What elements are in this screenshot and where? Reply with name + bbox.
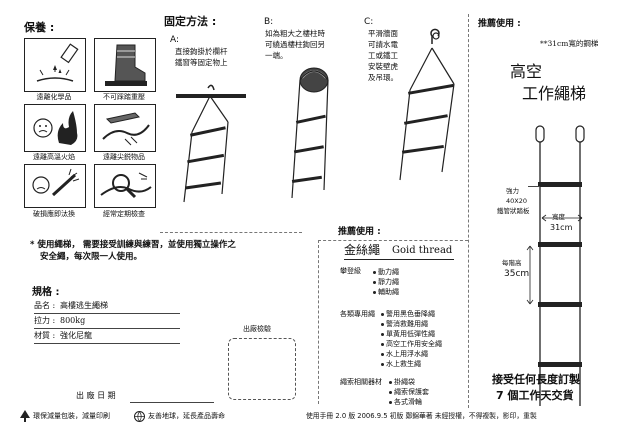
method-b-text-2: 可繞過樓柱鉤回另 (265, 40, 325, 49)
maintenance-caption: 破損應即汰換 (33, 210, 75, 218)
spec-value: 高樓逃生繩梯 (60, 301, 108, 310)
spec-value: 800kg (60, 316, 86, 325)
maintenance-cell (94, 164, 156, 208)
spec-underline (34, 343, 180, 344)
maintenance-caption: 經常定期檢查 (103, 210, 145, 218)
factory-date-label: 出 廠 日 期 (76, 391, 116, 400)
order-line-1: 接受任何長度訂製 (492, 373, 580, 386)
method-b-label: B: (264, 17, 274, 27)
recommended-divider-top (318, 240, 468, 241)
maintenance-cell (94, 38, 156, 92)
method-c-text-3: 工或鐵工 (368, 51, 398, 60)
recommended-divider-left (318, 240, 319, 404)
group-label: 各類專用繩 (340, 310, 375, 318)
product-title-line-2: 工作繩梯 (522, 84, 587, 103)
group-item: 警消救難用繩 (386, 320, 428, 328)
method-c-text-4: 安裝壁虎 (368, 62, 398, 71)
group-item: 水上用浮水繩 (386, 350, 428, 358)
method-a-text-2: 鐵窗等固定物上 (175, 58, 228, 67)
right-panel-divider (468, 14, 469, 408)
footer-earth-text: 友善地球，延長產品壽命 (148, 412, 225, 420)
group-item: 靜力繩 (378, 278, 399, 286)
spec-label: 材質 : (34, 331, 56, 340)
footer-manual-info: 使用手冊 2.0 版 2006.9.5 初版 鄭錦華著 未經授權，不得複製，影印… (306, 412, 537, 420)
spec-label: 拉力 : (34, 316, 56, 325)
maintenance-cell (24, 164, 86, 208)
group-item: 輔助繩 (378, 288, 399, 296)
maintenance-cell (24, 104, 86, 152)
method-b-text-1: 如為粗大之樓柱時 (265, 29, 325, 38)
group-item: 水上救生繩 (386, 360, 421, 368)
group-item: 高空工作用安全繩 (386, 340, 442, 348)
method-c-text-5: 及吊環。 (368, 73, 398, 82)
factory-date-line (130, 402, 214, 403)
group-label: 攀登級 (340, 267, 361, 275)
spacing-value: 35cm (504, 269, 530, 279)
spec-title: 規格 : (32, 287, 60, 298)
width-value: 31cm (550, 223, 573, 232)
usage-note-line-1: * 使用繩梯， 需要接受訓練與練習，並使用獨立操作之 (30, 240, 236, 250)
maintenance-cell (94, 104, 156, 152)
maintenance-caption: 不可踩踏重壓 (103, 93, 145, 101)
method-a-text-1: 直接鉤掛於欄杆 (175, 47, 228, 56)
maintenance-caption: 遠離高溫火焰 (33, 153, 75, 161)
inspection-stamp-box (228, 338, 296, 400)
method-b-text-3: 一端。 (265, 51, 288, 60)
footer-eco-text: 環保減量包裝，減量印刷 (33, 412, 110, 420)
brand-chinese: 金絲繩 (344, 243, 381, 257)
method-c-label: C: (364, 17, 374, 27)
fixing-title: 固定方法 : (164, 15, 217, 28)
brand-underline (344, 259, 454, 260)
product-title-line-1: 高空 (510, 62, 543, 81)
group-item: 掛繩袋 (394, 378, 415, 386)
width-label: 寬度 (552, 213, 565, 221)
right-title: 推薦使用 : (478, 19, 521, 29)
group-item: 各式滑輪 (394, 398, 422, 406)
group-label: 繩索相關器材 (340, 378, 382, 386)
spec-underline (34, 313, 180, 314)
group-item: 單黃用低彈性繩 (386, 330, 435, 338)
method-c-text-1: 平滑牆面 (368, 29, 398, 38)
brand-english: Goid thread (392, 245, 453, 256)
inspection-label: 出廠檢驗 (243, 325, 271, 333)
spec-value: 強化尼龍 (60, 331, 92, 340)
strength-label-2: 40X20 (506, 197, 527, 205)
group-item: 警用黑色垂降繩 (386, 310, 435, 318)
method-c-text-2: 可請水電 (368, 40, 398, 49)
group-item: 動力繩 (378, 268, 399, 276)
strength-label-3: 鐵管狀踏板 (497, 207, 530, 215)
spec-underline (34, 328, 180, 329)
spec-label: 品名 : (34, 301, 56, 310)
order-line-2: 7 個工作天交貨 (496, 389, 574, 402)
right-subtitle: **31cm寬的鋼梯 (540, 39, 599, 48)
usage-note-line-2: 安全繩，每次限一人使用。 (40, 252, 143, 262)
maintenance-caption: 遠離尖鋭物品 (103, 153, 145, 161)
recommended-title: 推薦使用 : (338, 227, 381, 237)
group-item: 繩索保護套 (394, 388, 429, 396)
maintenance-title: 保養 : (24, 21, 55, 34)
strength-leader (528, 186, 540, 187)
maintenance-caption: 遠離化學品 (36, 93, 72, 101)
maintenance-cell (24, 38, 86, 92)
strength-label-1: 強力 (506, 187, 519, 195)
section-divider (160, 232, 302, 233)
method-a-label: A: (170, 35, 180, 45)
spacing-label: 每階高 (502, 259, 522, 267)
